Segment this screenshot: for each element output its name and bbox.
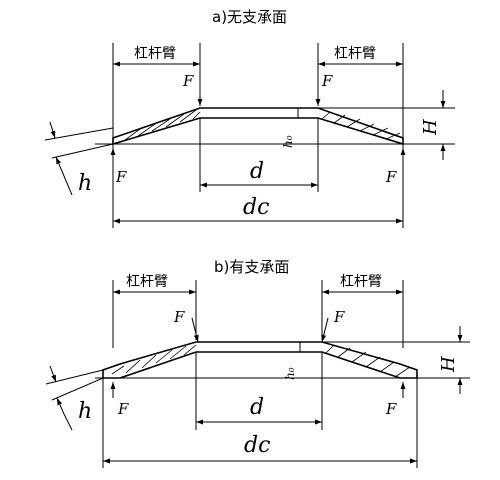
a-hatch-right xyxy=(321,111,401,140)
b-force-label-top-right: F xyxy=(333,308,345,326)
b-force-arrow-top-right xyxy=(321,317,329,343)
b-force-arrow-top-left xyxy=(191,317,199,343)
a-force-label-top-left: F xyxy=(182,72,194,90)
diagram-b-title: b)有支承面 xyxy=(214,258,289,276)
b-force-label-bottom-right: F xyxy=(385,400,397,418)
a-h-arrow-1 xyxy=(49,121,56,139)
b-h-arrow-1 xyxy=(49,365,57,383)
a-spring-section xyxy=(112,107,404,146)
b-h0-label: h₀ xyxy=(283,367,297,380)
a-force-label-bottom-left: F xyxy=(115,168,127,186)
a-h-label: h xyxy=(78,171,92,196)
b-lever-label-left: 杠杆臂 xyxy=(126,274,168,290)
b-h-arrow-2 xyxy=(56,397,65,415)
b-spring-section xyxy=(102,341,418,379)
a-force-label-top-right: F xyxy=(321,72,333,90)
a-hatch-left xyxy=(124,109,201,141)
b-force-label-bottom-left: F xyxy=(117,400,129,418)
b-h-leader xyxy=(63,413,73,431)
a-dc-label: dc xyxy=(243,195,269,220)
a-h-ext-1 xyxy=(44,127,114,141)
b-lever-label-right: 杠杆臂 xyxy=(340,274,382,290)
a-H-label: H xyxy=(420,119,441,136)
b-d-label: d xyxy=(250,395,264,420)
a-d-label: d xyxy=(250,159,264,184)
b-dc-label: dc xyxy=(244,433,270,458)
b-hatch-left xyxy=(111,344,197,375)
b-H-label: H xyxy=(438,356,459,373)
diagram-a-title: a)无支承面 xyxy=(212,8,287,26)
a-h-ext-2 xyxy=(51,143,114,159)
a-spring-outline xyxy=(112,107,404,146)
a-lever-label-right: 杠杆臂 xyxy=(334,46,376,62)
a-h-leader xyxy=(63,175,73,196)
b-hatch-right xyxy=(325,344,411,378)
b-h-ext-2 xyxy=(51,377,104,401)
diagram-b: b)有支承面 杠杆臂 杠杆臂 F F xyxy=(45,258,470,468)
a-force-label-bottom-right: F xyxy=(385,168,397,186)
b-force-label-top-left: F xyxy=(173,308,185,326)
a-h-arrow-2 xyxy=(55,156,65,177)
a-lever-label-left: 杠杆臂 xyxy=(134,46,176,62)
diagram-a: a)无支承面 杠杆臂 杠杆臂 F F xyxy=(44,8,455,228)
b-h-label: h xyxy=(78,399,92,424)
a-h0-label: h₀ xyxy=(281,135,295,148)
